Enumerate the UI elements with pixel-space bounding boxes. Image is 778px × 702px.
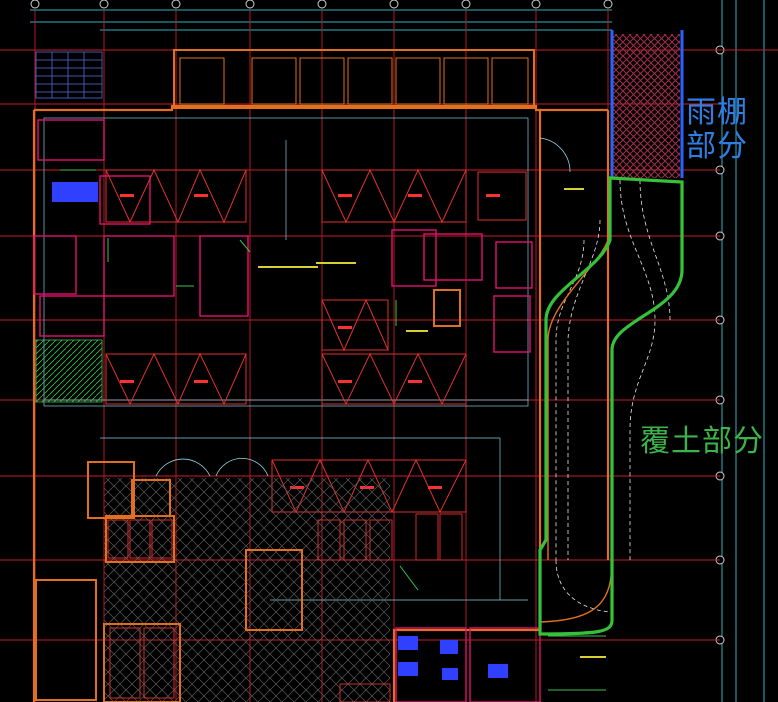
blue-fixtures bbox=[52, 182, 508, 680]
top-axis-ruler bbox=[30, 9, 612, 31]
canopy-area-label: 雨棚 部分 bbox=[686, 96, 748, 163]
green-hatched-room bbox=[35, 339, 103, 403]
core-rooms bbox=[33, 175, 533, 353]
parking-stalls bbox=[105, 168, 527, 514]
yellow-details bbox=[258, 188, 606, 658]
inner-wall-lines bbox=[43, 117, 529, 601]
top-parking-strip bbox=[173, 49, 535, 109]
right-axis-ruler bbox=[721, 0, 765, 702]
top-parking-bays bbox=[179, 57, 529, 105]
equipment-rooms bbox=[37, 119, 541, 702]
green-details bbox=[60, 169, 419, 591]
door-swings bbox=[155, 137, 571, 477]
canopy-label-line2: 部分 bbox=[686, 128, 748, 164]
canopy-hatch bbox=[612, 34, 680, 178]
top-axis-bubbles bbox=[30, 0, 613, 9]
building-walls bbox=[32, 104, 610, 702]
lower-core-rooms bbox=[35, 289, 461, 702]
canopy-label-line1: 雨棚 bbox=[686, 95, 748, 130]
legend-table bbox=[35, 51, 103, 99]
lower-parking-bays bbox=[107, 513, 463, 702]
bottom-right-lines bbox=[548, 635, 606, 691]
soil-fill-area-label: 覆土部分 bbox=[640, 424, 764, 459]
canopy-edges bbox=[610, 30, 684, 178]
soil-fill-outline bbox=[538, 176, 684, 636]
